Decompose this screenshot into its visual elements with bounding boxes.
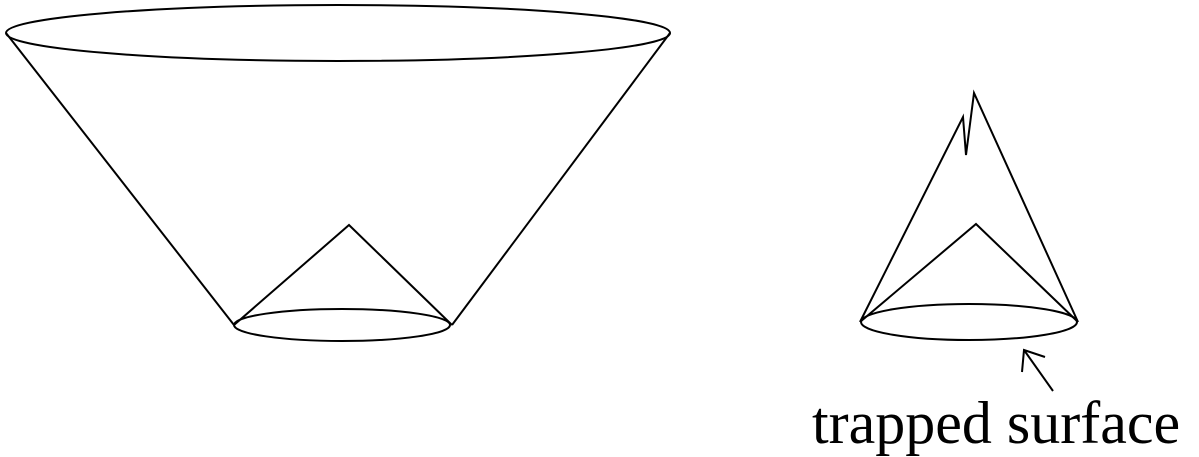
trapped-surface-label: trapped surface bbox=[812, 393, 1180, 453]
funnel-right-edge bbox=[452, 33, 670, 325]
inner-light-cone bbox=[860, 224, 1078, 322]
funnel-left-edge bbox=[6, 33, 234, 325]
trapped-surface-ellipse bbox=[861, 304, 1077, 340]
left-figure bbox=[6, 5, 670, 341]
inner-base-ellipse bbox=[234, 309, 450, 341]
collapsing-outer-cone bbox=[860, 93, 1078, 322]
right-figure bbox=[860, 93, 1078, 391]
pointer-arrow-shaft bbox=[1024, 350, 1053, 391]
outer-top-ellipse bbox=[6, 5, 670, 61]
